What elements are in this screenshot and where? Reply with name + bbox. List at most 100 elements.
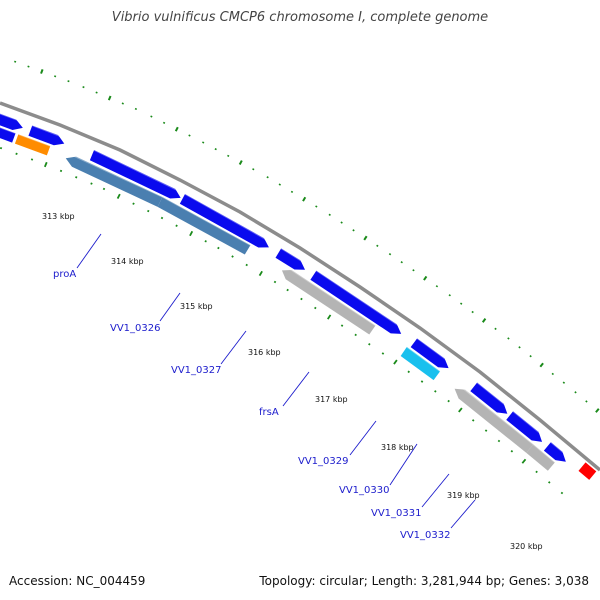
inner-tick bbox=[116, 193, 121, 199]
gene-label-vv1-0326[interactable]: VV1_0326 bbox=[110, 323, 161, 334]
outer-tick bbox=[14, 60, 17, 63]
cds-forward-highlight bbox=[31, 124, 67, 140]
cds-forward[interactable] bbox=[28, 125, 65, 146]
inner-tick bbox=[314, 306, 317, 310]
gene-label-vv1-0329[interactable]: VV1_0329 bbox=[298, 456, 349, 467]
cds-red[interactable] bbox=[578, 462, 597, 480]
inner-tick bbox=[90, 182, 93, 185]
cds-cyan[interactable] bbox=[400, 346, 441, 381]
inner-tick bbox=[300, 297, 303, 301]
cds-reverse-steel[interactable] bbox=[157, 196, 251, 255]
gene-label-vv1-0332[interactable]: VV1_0332 bbox=[400, 530, 451, 541]
inner-tick bbox=[160, 216, 164, 220]
cds-forward[interactable] bbox=[470, 382, 508, 414]
cds-forward-highlight bbox=[550, 441, 570, 459]
outer-tick-ring bbox=[14, 60, 600, 413]
inner-tick bbox=[0, 146, 3, 150]
cds-reverse-gray[interactable] bbox=[281, 270, 376, 335]
outer-tick bbox=[539, 362, 544, 368]
inner-tick bbox=[484, 429, 488, 432]
inner-tick bbox=[560, 491, 564, 495]
outer-tick bbox=[529, 354, 532, 358]
gene-label-frsA[interactable]: frsA bbox=[259, 407, 279, 418]
scale-label: 318 kbp bbox=[381, 443, 414, 452]
outer-tick bbox=[328, 213, 331, 216]
inner-tick bbox=[43, 161, 48, 168]
topology-label: Topology: circular; Length: 3,281,944 bp… bbox=[259, 574, 589, 588]
cds-forward[interactable] bbox=[89, 150, 181, 199]
outer-tick bbox=[214, 148, 217, 151]
outer-tick bbox=[162, 121, 166, 124]
outer-tick bbox=[95, 91, 98, 94]
scale-label: 316 kbp bbox=[248, 348, 281, 357]
outer-tick bbox=[278, 183, 281, 186]
gene-label-vv1-0330[interactable]: VV1_0330 bbox=[339, 485, 390, 496]
outer-tick bbox=[40, 69, 44, 74]
outer-tick bbox=[82, 86, 85, 89]
cds-forward[interactable] bbox=[543, 442, 566, 462]
outer-tick bbox=[551, 372, 554, 376]
outer-tick bbox=[238, 160, 243, 166]
cds-reverse-gray-highlight bbox=[532, 443, 556, 463]
inner-tick bbox=[102, 187, 106, 191]
inner-tick bbox=[420, 380, 424, 383]
outer-tick bbox=[494, 327, 497, 331]
outer-tick bbox=[481, 318, 487, 323]
outer-tick bbox=[518, 346, 521, 349]
inner-tick bbox=[245, 263, 248, 267]
cds-reverse-steel-highlight bbox=[67, 152, 163, 198]
inner-tick bbox=[204, 240, 207, 243]
outer-tick bbox=[174, 126, 179, 132]
scale-label: 319 kbp bbox=[447, 491, 480, 500]
gene-label-proA[interactable]: proA bbox=[53, 269, 76, 280]
cds-forward-highlight bbox=[0, 112, 25, 124]
inner-tick bbox=[535, 470, 538, 474]
inner-tick bbox=[510, 450, 514, 453]
scale-labels: 313 kbp 314 kbp 315 kbp 316 kbp 317 kbp … bbox=[42, 212, 543, 551]
cds-forward[interactable] bbox=[179, 194, 269, 248]
gene-label-vv1-0331[interactable]: VV1_0331 bbox=[371, 508, 422, 519]
scale-label: 320 kbp bbox=[510, 542, 543, 551]
cds-reverse-steel[interactable] bbox=[65, 156, 163, 207]
cds-reverse-gray[interactable] bbox=[454, 388, 534, 453]
outer-tick bbox=[27, 65, 30, 68]
cds-forward[interactable] bbox=[0, 125, 16, 143]
outer-tick bbox=[595, 408, 600, 413]
outer-tick bbox=[352, 229, 355, 232]
cds-forward[interactable] bbox=[275, 248, 306, 270]
outer-tick bbox=[376, 244, 379, 247]
inner-tick bbox=[407, 370, 410, 374]
scale-label: 317 kbp bbox=[315, 395, 348, 404]
gene-label-vv1-0327[interactable]: VV1_0327 bbox=[171, 365, 222, 376]
cds-forward[interactable] bbox=[0, 112, 23, 130]
inner-tick bbox=[273, 280, 277, 284]
inner-tick bbox=[381, 352, 385, 355]
inner-tick bbox=[434, 390, 437, 393]
outer-tick bbox=[134, 107, 138, 111]
cds-orange[interactable] bbox=[14, 134, 51, 156]
cds-forward[interactable] bbox=[310, 270, 402, 334]
inner-tick bbox=[447, 399, 450, 403]
cds-cyan-highlight bbox=[406, 346, 441, 372]
outer-tick bbox=[121, 102, 124, 105]
outer-tick bbox=[412, 269, 415, 272]
outer-tick bbox=[400, 261, 403, 264]
inner-tick bbox=[548, 481, 551, 484]
scale-label: 315 kbp bbox=[180, 302, 213, 311]
outer-tick bbox=[507, 337, 510, 340]
cds-forward[interactable] bbox=[506, 411, 543, 442]
cds-forward-highlight bbox=[280, 247, 309, 266]
cds-reverse-gray-highlight bbox=[457, 383, 534, 446]
inner-tick bbox=[75, 176, 78, 179]
cds-forward[interactable] bbox=[410, 338, 449, 369]
inner-tick bbox=[175, 224, 178, 227]
outer-tick bbox=[202, 141, 205, 144]
cds-reverse-gray[interactable] bbox=[526, 444, 555, 471]
genome-backbone bbox=[0, 101, 600, 472]
map-title: Vibrio vulnificus CMCP6 chromosome I, co… bbox=[111, 10, 489, 25]
inner-tick bbox=[231, 255, 234, 258]
scale-label: 314 kbp bbox=[111, 257, 144, 266]
cds-reverse-gray-highlight bbox=[284, 265, 376, 327]
inner-tick-ring bbox=[0, 146, 564, 495]
